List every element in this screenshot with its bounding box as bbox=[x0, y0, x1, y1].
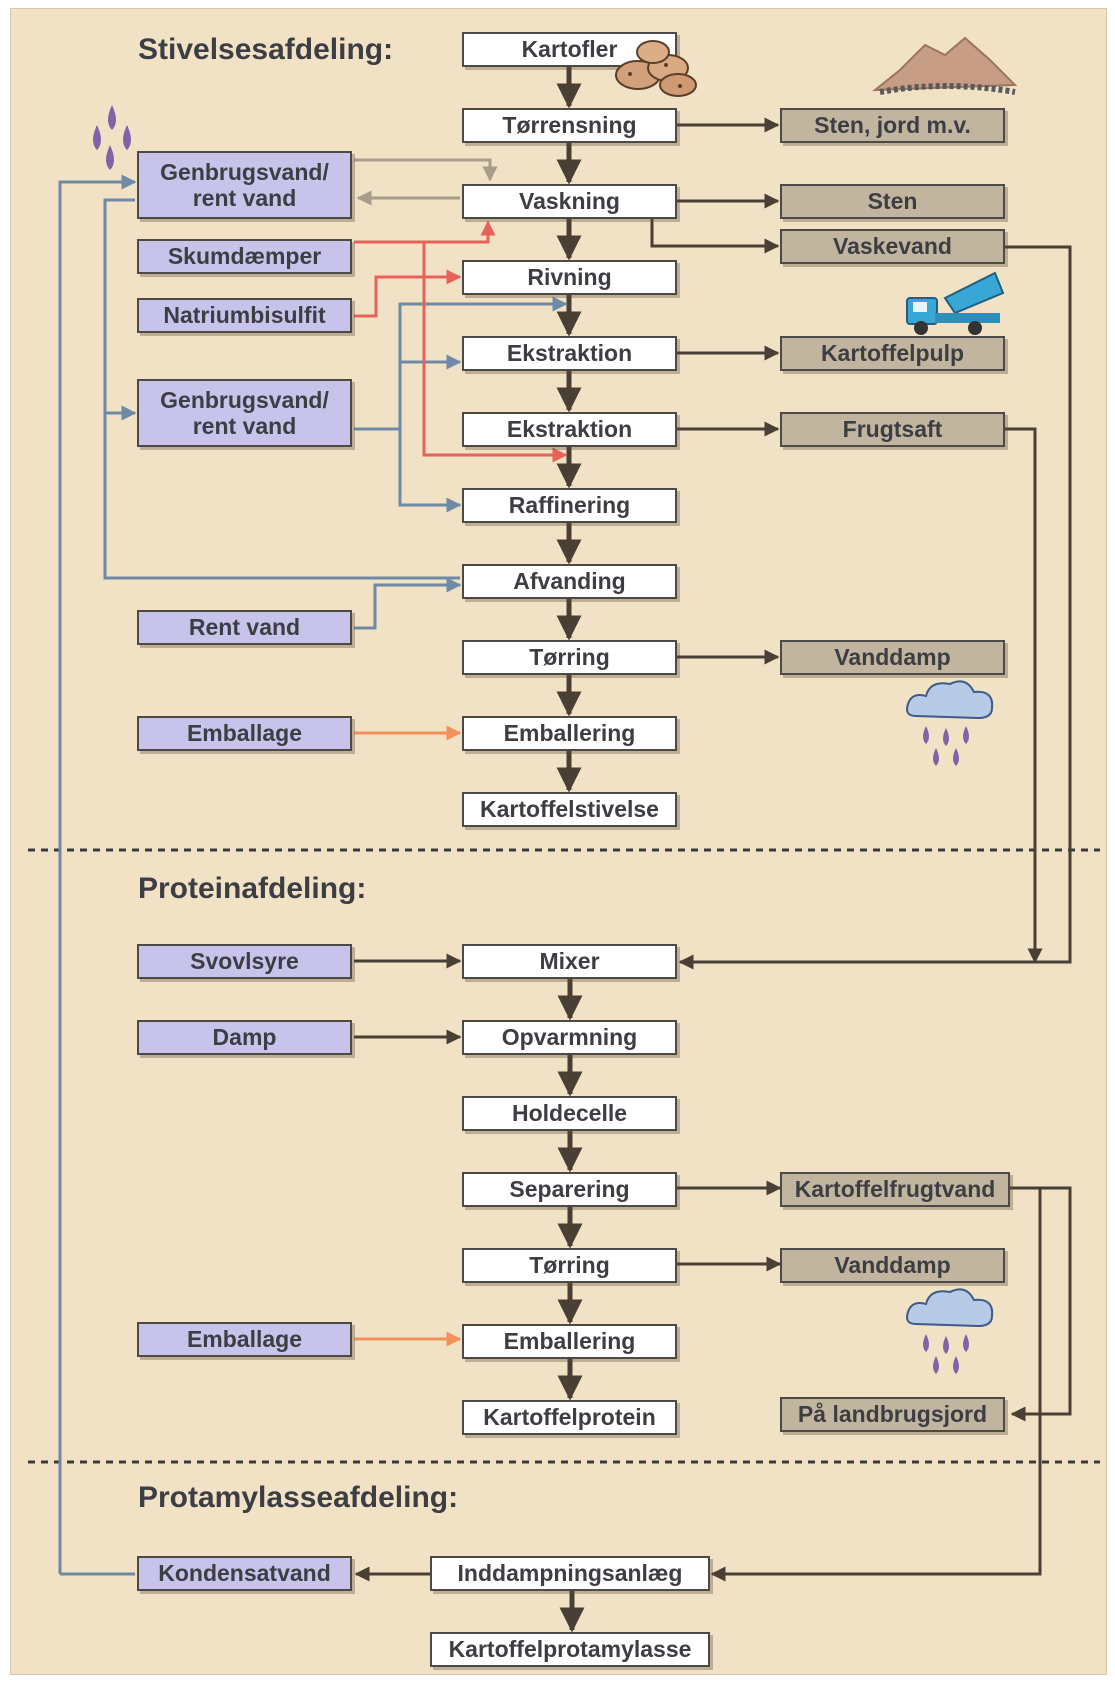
output-box-steam: Vanddamp bbox=[780, 640, 1005, 675]
process-box-separation: Separering bbox=[462, 1172, 677, 1207]
output-box-stones-soil: Sten, jord m.v. bbox=[780, 108, 1005, 143]
section-title-protamylasse: Protamylasseafdeling: bbox=[138, 1481, 459, 1514]
rain-cloud-icon bbox=[906, 1288, 994, 1374]
section-title-starch: Stivelsesafdeling: bbox=[138, 33, 394, 66]
process-box-holding-cell: Holdecelle bbox=[462, 1096, 677, 1131]
water-drops-icon bbox=[93, 105, 131, 170]
input-box-packaging: Emballage bbox=[137, 716, 352, 751]
process-box-drying: Tørring bbox=[462, 640, 677, 675]
process-box-refining: Raffinering bbox=[462, 488, 677, 523]
water-lines bbox=[58, 174, 568, 1576]
section-title-protein: Proteinafdeling: bbox=[138, 872, 367, 905]
protein-main-flow bbox=[557, 978, 585, 1633]
output-box-condensate: Kondensatvand bbox=[137, 1556, 352, 1591]
input-box-recycled-water-1: Genbrugsvand/ rent vand bbox=[137, 151, 352, 219]
process-box-packing: Emballering bbox=[462, 716, 677, 751]
potatoes-icon bbox=[615, 40, 697, 97]
recycle-lines bbox=[354, 158, 498, 206]
process-box-washing: Vaskning bbox=[462, 184, 677, 219]
input-label-line1: Genbrugsvand/ bbox=[160, 387, 329, 413]
output-arrows bbox=[354, 117, 1072, 1582]
process-box-heating: Opvarmning bbox=[462, 1020, 677, 1055]
process-box-potato-protein: Kartoffelprotein bbox=[462, 1400, 677, 1435]
input-box-bisulfite: Natriumbisulfit bbox=[137, 298, 352, 333]
input-label-line2: rent vand bbox=[192, 185, 297, 211]
output-box-fruit-water: Kartoffelfrugtvand bbox=[780, 1172, 1010, 1207]
tipper-truck-icon bbox=[906, 271, 1005, 335]
output-box-fruit-juice: Frugtsaft bbox=[780, 412, 1005, 447]
process-box-extraction-1: Ekstraktion bbox=[462, 336, 677, 371]
process-box-drying-2: Tørring bbox=[462, 1248, 677, 1283]
process-box-dry-cleaning: Tørrensning bbox=[462, 108, 677, 143]
process-box-dewatering: Afvanding bbox=[462, 564, 677, 599]
process-box-potato-starch: Kartoffelstivelse bbox=[462, 792, 677, 827]
input-box-antifoam: Skumdæmper bbox=[137, 239, 352, 274]
input-label-line1: Genbrugsvand/ bbox=[160, 159, 329, 185]
output-box-wash-water: Vaskevand bbox=[780, 229, 1005, 264]
process-box-extraction-2: Ekstraktion bbox=[462, 412, 677, 447]
rain-cloud-icon bbox=[906, 680, 994, 766]
soil-heap-icon bbox=[872, 36, 1018, 95]
packaging-lines bbox=[354, 725, 462, 1347]
input-box-clean-water: Rent vand bbox=[137, 610, 352, 645]
process-box-evaporation: Inddampningsanlæg bbox=[430, 1556, 710, 1591]
input-label-line2: rent vand bbox=[192, 413, 297, 439]
process-box-rasping: Rivning bbox=[462, 260, 677, 295]
process-box-packing-2: Emballering bbox=[462, 1324, 677, 1359]
input-box-steam: Damp bbox=[137, 1020, 352, 1055]
input-box-packaging-2: Emballage bbox=[137, 1322, 352, 1357]
chemical-lines bbox=[354, 220, 568, 463]
process-box-mixer: Mixer bbox=[462, 944, 677, 979]
output-box-potato-pulp: Kartoffelpulp bbox=[780, 336, 1005, 371]
process-box-protamylasse: Kartoffelprotamylasse bbox=[430, 1632, 710, 1667]
output-box-vapour: Vanddamp bbox=[780, 1248, 1005, 1283]
input-box-sulfuric-acid: Svovlsyre bbox=[137, 944, 352, 979]
output-box-stones: Sten bbox=[780, 184, 1005, 219]
input-box-recycled-water-2: Genbrugsvand/ rent vand bbox=[137, 379, 352, 447]
output-box-farmland: På landbrugsjord bbox=[780, 1397, 1005, 1432]
